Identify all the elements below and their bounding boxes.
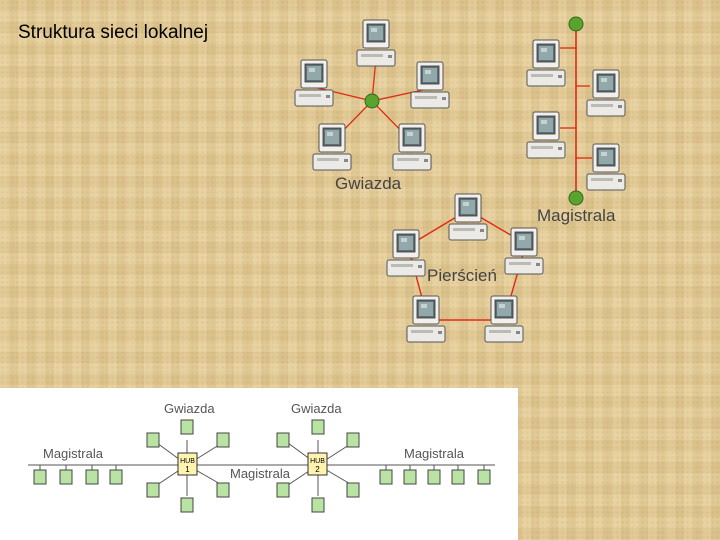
bus-terminator <box>568 16 584 32</box>
station <box>216 482 230 498</box>
hub2 <box>307 452 328 476</box>
station <box>85 469 99 485</box>
station <box>276 432 290 448</box>
station <box>180 497 194 513</box>
ring-label: Pierścień <box>427 266 497 285</box>
ring-computer <box>484 295 524 343</box>
star-computer <box>312 123 352 171</box>
bus-terminator <box>568 190 584 206</box>
bus-left-label: Magistrala <box>43 446 104 461</box>
bus-computer <box>526 111 566 159</box>
bus-computer <box>586 143 626 191</box>
star-computer <box>392 123 432 171</box>
bus-middle-label: Magistrala <box>230 466 291 481</box>
ring-computer <box>386 229 426 277</box>
station <box>311 497 325 513</box>
station <box>379 469 393 485</box>
station <box>403 469 417 485</box>
station <box>276 482 290 498</box>
topology-diagram: Gwiazda Magistrala Pierścień <box>294 16 626 343</box>
star-label: Gwiazda <box>335 174 402 193</box>
right-bus-segment <box>385 465 485 470</box>
station <box>451 469 465 485</box>
station <box>346 432 360 448</box>
hub2-number: 2 <box>315 465 320 474</box>
bus-computer <box>526 39 566 87</box>
star-computer <box>410 61 450 109</box>
star-topology: Gwiazda <box>294 19 450 193</box>
station <box>109 469 123 485</box>
ring-computer <box>406 295 446 343</box>
left-bus-segment <box>39 465 117 470</box>
hub2-name: HUB <box>310 458 325 465</box>
station <box>146 432 160 448</box>
bus-computer <box>586 69 626 117</box>
ring-topology: Pierścień <box>386 193 544 343</box>
star-center-node <box>364 93 380 109</box>
station <box>146 482 160 498</box>
station <box>33 469 47 485</box>
station <box>59 469 73 485</box>
station <box>477 469 491 485</box>
star-right-label: Gwiazda <box>291 401 342 416</box>
station <box>180 419 194 435</box>
hub1-number: 1 <box>185 465 190 474</box>
star-computer <box>294 59 334 107</box>
station <box>427 469 441 485</box>
star-left-label: Gwiazda <box>164 401 215 416</box>
slide-title: Struktura sieci lokalnej <box>18 22 209 43</box>
bus-topology: Magistrala <box>526 16 626 225</box>
bus-label: Magistrala <box>537 206 616 225</box>
bus-right-label: Magistrala <box>404 446 465 461</box>
ring-computer <box>448 193 488 241</box>
hub1-name: HUB <box>180 458 195 465</box>
ring-computer <box>504 227 544 275</box>
station <box>311 419 325 435</box>
hybrid-topology-diagram: HUB 1 HUB 2 <box>28 401 495 513</box>
station <box>346 482 360 498</box>
hybrid-topology-panel: HUB 1 HUB 2 <box>0 388 518 540</box>
station <box>216 432 230 448</box>
star-computer <box>356 19 396 67</box>
hub1 <box>177 452 198 476</box>
